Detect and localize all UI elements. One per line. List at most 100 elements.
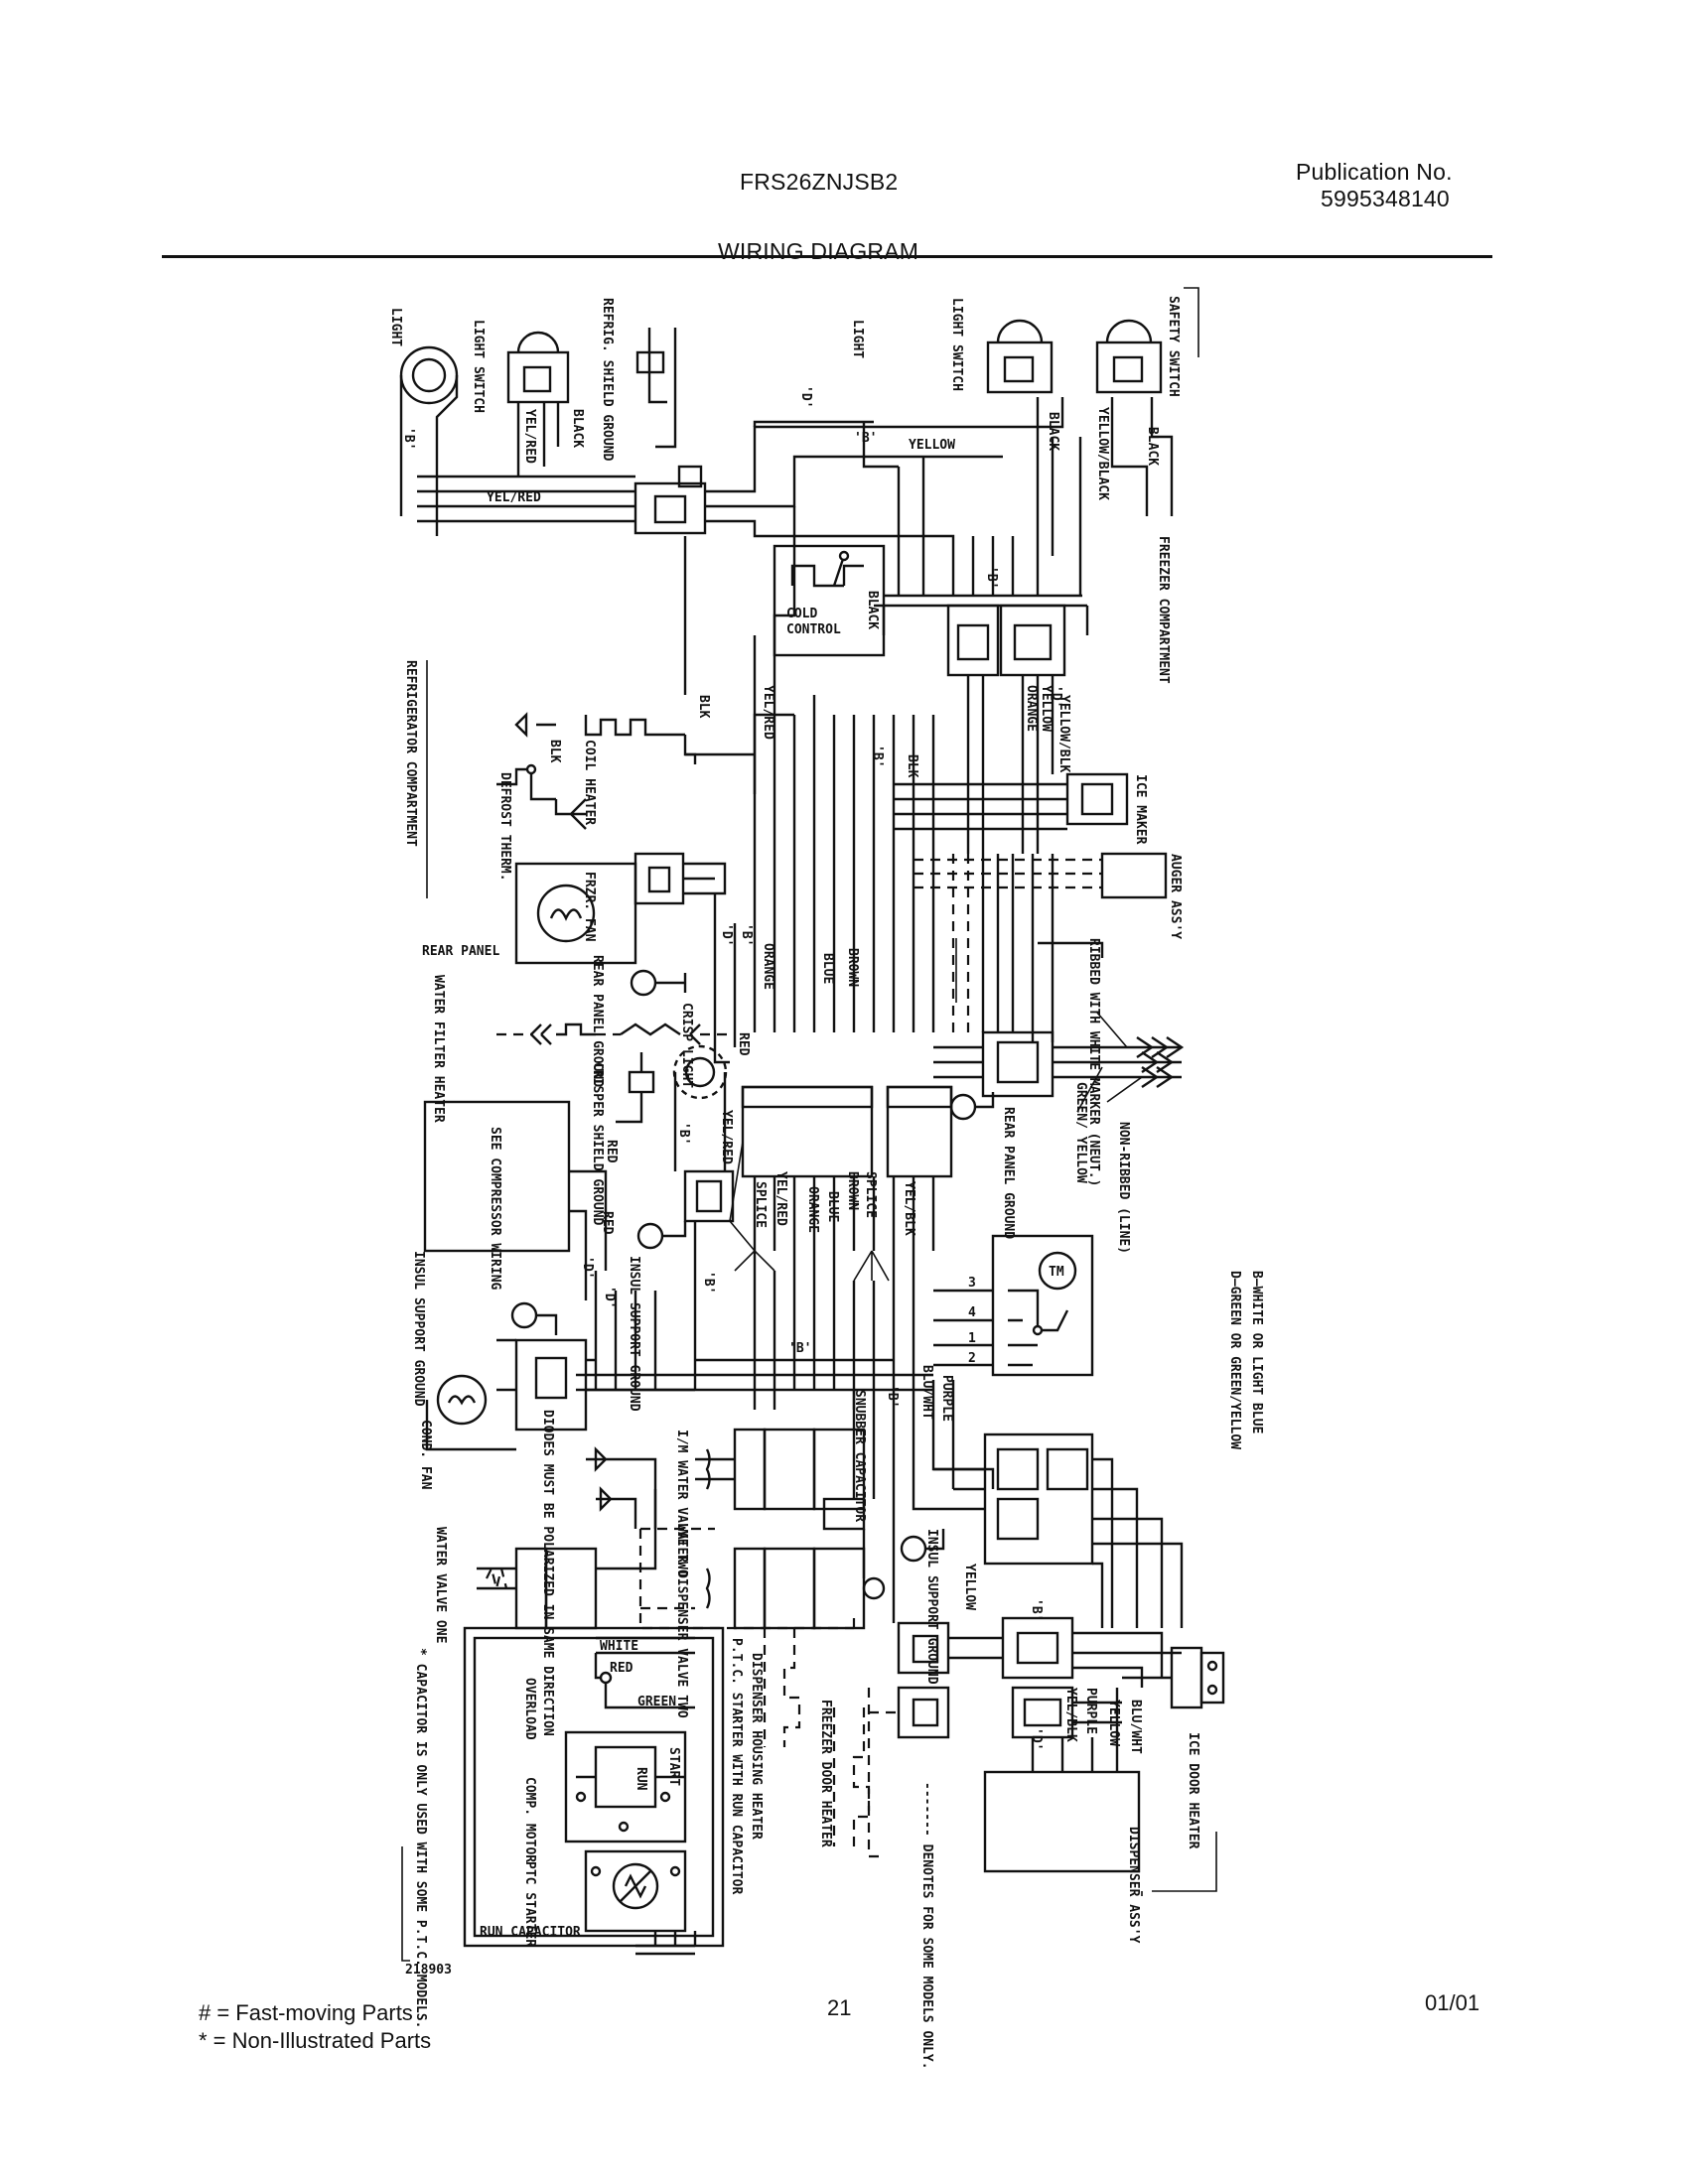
defrost-timer bbox=[933, 1234, 1094, 1377]
label-yel-red-2: YEL/RED bbox=[487, 490, 541, 505]
page-number: 21 bbox=[827, 1995, 852, 2020]
label-d-fan: 'D' bbox=[719, 923, 734, 946]
label-cond-fan: COND. FAN bbox=[418, 1420, 433, 1490]
freezer-connectors bbox=[946, 604, 1066, 854]
publication-label: Publication No. bbox=[1296, 159, 1453, 185]
label-splice-1: SPLICE bbox=[753, 1181, 768, 1228]
legend-non-illustrated: * = Non-Illustrated Parts bbox=[199, 2028, 432, 2053]
label-crisp-light: CRISP LIGHT bbox=[679, 1003, 694, 1088]
label-color-key-d: D—GREEN OR GREEN/YELLOW bbox=[1227, 1271, 1242, 1449]
dispenser-housing-heater bbox=[763, 1628, 801, 1747]
label-light-left: LIGHT bbox=[388, 308, 403, 346]
label-orange-2: ORANGE bbox=[761, 943, 775, 990]
coil-heater bbox=[514, 712, 697, 764]
label-comp-motor: COMP. MOTOR bbox=[522, 1777, 537, 1862]
label-b-light-left: 'B' bbox=[401, 427, 416, 450]
label-ribbed-marker: RIBBED WITH WHITE MARKER (NEUT.) bbox=[1086, 938, 1101, 1186]
label-purple-2: PURPLE bbox=[1083, 1688, 1098, 1734]
label-light-switch-left: LIGHT SWITCH bbox=[471, 320, 486, 413]
label-b-mid: 'B' bbox=[984, 566, 999, 589]
part-code-bracket bbox=[401, 1846, 410, 1962]
label-run: RUN bbox=[633, 1767, 648, 1791]
label-black-4: BLACK bbox=[865, 591, 880, 629]
label-blue-1: BLUE bbox=[820, 953, 835, 984]
safety-switch bbox=[1095, 319, 1163, 394]
label-safety-switch: SAFETY SWITCH bbox=[1166, 296, 1181, 397]
label-b-fan: 'B' bbox=[739, 923, 754, 946]
run-capacitor bbox=[635, 1931, 697, 1956]
label-b-crisp: 'B' bbox=[676, 1122, 691, 1145]
label-orange-3: ORANGE bbox=[805, 1186, 820, 1233]
compressor-wiring-box bbox=[423, 1100, 608, 1300]
publication-number: 5995348140 bbox=[1321, 186, 1450, 211]
label-purple-1: PURPLE bbox=[939, 1375, 954, 1422]
label-term-3: 3 bbox=[968, 1276, 976, 1291]
lower-connector-a bbox=[892, 1578, 1003, 1675]
label-term-2: 2 bbox=[968, 1351, 976, 1366]
label-run-capacitor: RUN CAPACITOR bbox=[480, 1925, 581, 1940]
label-b-top: 'B' bbox=[854, 431, 877, 446]
diode-pair bbox=[586, 1446, 657, 1529]
label-yel-red-1: YEL/RED bbox=[522, 409, 537, 464]
lower-connector-c bbox=[867, 1686, 950, 1858]
rear-panel-ground bbox=[630, 969, 687, 997]
ice-door-heater bbox=[1122, 1646, 1225, 1709]
label-defrost-therm: DEFROST THERM. bbox=[497, 772, 512, 882]
cold-control bbox=[773, 544, 886, 657]
main-harness bbox=[713, 606, 1104, 1064]
ptc-element bbox=[584, 1849, 687, 1933]
label-red-4: RED bbox=[610, 1661, 633, 1676]
label-white: WHITE bbox=[600, 1639, 638, 1654]
label-insul-support-ground-1: INSUL SUPPORT GROUND bbox=[411, 1251, 426, 1407]
label-frzr-fan: FRZR. FAN bbox=[582, 872, 597, 942]
label-refrigerator-compartment: REFRIGERATOR COMPARTMENT bbox=[403, 660, 418, 847]
model-number: FRS26ZNJSB2 bbox=[740, 169, 899, 195]
insul-support-ground-3 bbox=[900, 1529, 945, 1563]
label-water-valve-one: WATER VALVE ONE bbox=[433, 1527, 448, 1643]
label-d-lower: 'D' bbox=[580, 1256, 595, 1279]
label-non-ribbed: NON-RIBBED (LINE) bbox=[1116, 1122, 1131, 1254]
label-d-dispenser: 'D' bbox=[1029, 1727, 1044, 1750]
label-blu-wht-1: BLU/WHT bbox=[919, 1365, 934, 1420]
legend-fast-moving: # = Fast-moving Parts bbox=[199, 2000, 413, 2025]
label-yel-red-4: YEL/RED bbox=[719, 1110, 734, 1164]
auger-assy-connector bbox=[914, 852, 1168, 899]
water-dispenser-valve-two bbox=[705, 1547, 866, 1630]
label-brown-2: BROWN bbox=[845, 1171, 860, 1210]
label-black-1: BLACK bbox=[570, 409, 585, 448]
label-yellow-2: YELLOW bbox=[1039, 685, 1054, 732]
insul-support-ground-2 bbox=[636, 1221, 687, 1250]
label-yellow-top: YELLOW bbox=[909, 438, 955, 453]
dispenser-assy bbox=[983, 1688, 1217, 1896]
label-ice-door-heater: ICE DOOR HEATER bbox=[1186, 1732, 1200, 1849]
label-ptc-starter-note: P.T.C. STARTER WITH RUN CAPACITOR bbox=[729, 1638, 744, 1894]
publication-date: 01/01 bbox=[1425, 1990, 1480, 2015]
label-d-top: 'D' bbox=[798, 385, 813, 408]
ice-maker-connector bbox=[894, 772, 1129, 831]
label-diodes-note: DIODES MUST BE POLARIZED IN SAME DIRECTI… bbox=[540, 1410, 555, 1736]
label-black-3: BLACK bbox=[1145, 427, 1160, 466]
label-yellow-blk: YELLOW/BLK bbox=[1056, 695, 1071, 772]
label-yellow-3: YELLOW bbox=[962, 1564, 977, 1610]
label-splice-2: SPLICE bbox=[863, 1171, 878, 1218]
freezer-door-heater bbox=[832, 1707, 871, 1846]
label-term-4: 4 bbox=[968, 1305, 976, 1320]
label-rear-panel: REAR PANEL bbox=[422, 944, 499, 959]
label-b-lower: 'B' bbox=[701, 1271, 716, 1294]
label-d-lower-2: 'D' bbox=[602, 1286, 617, 1308]
freezer-light-switch bbox=[986, 319, 1054, 394]
label-green-yellow: GREEN/ YELLOW bbox=[1073, 1082, 1088, 1183]
label-b-dispenser: 'B' bbox=[1029, 1598, 1044, 1621]
im-water-valve-two bbox=[695, 1428, 866, 1511]
crisper-shield-ground bbox=[616, 1052, 655, 1124]
dispenser-valve-dashed-wires bbox=[638, 1527, 856, 1630]
label-crisper-shield-ground: CRISPER SHIELD GROUND bbox=[590, 1062, 605, 1226]
label-green: GREEN bbox=[637, 1695, 676, 1709]
label-b-snubber: 'B' bbox=[885, 1385, 900, 1408]
label-blk-1: BLK bbox=[696, 695, 711, 719]
label-tm: TM bbox=[1049, 1265, 1064, 1280]
label-auger-assy: AUGER ASS'Y bbox=[1168, 854, 1183, 939]
ptc-starter-assembly bbox=[463, 1626, 725, 1948]
label-blu-wht-2: BLU/WHT bbox=[1128, 1700, 1143, 1754]
label-refrig-shield-ground: REFRIG. SHIELD GROUND bbox=[600, 298, 615, 462]
